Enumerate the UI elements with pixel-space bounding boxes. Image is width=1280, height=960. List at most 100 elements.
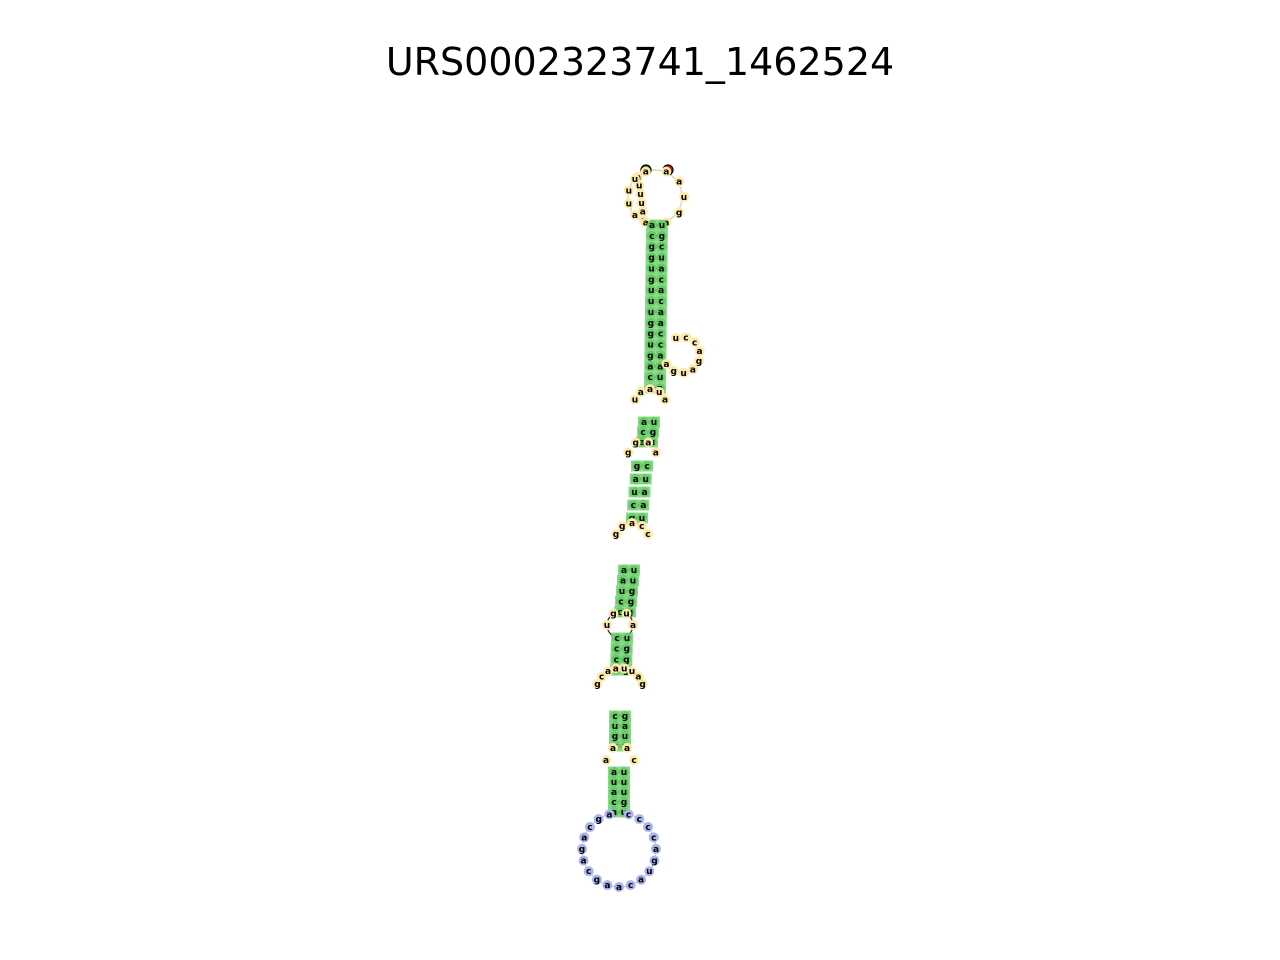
nucleotide-loop: a xyxy=(633,671,644,683)
nucleotide-paired: a xyxy=(656,285,667,296)
svg-text:g: g xyxy=(651,857,657,867)
nucleotide-loop: a xyxy=(608,742,618,754)
svg-text:a: a xyxy=(616,883,622,893)
svg-text:a: a xyxy=(629,519,635,529)
svg-text:u: u xyxy=(611,778,617,788)
svg-text:g: g xyxy=(628,598,634,608)
nucleotide-paired: c xyxy=(612,633,622,644)
nucleotide-loop: a xyxy=(637,206,648,217)
nucleotide-paired: a xyxy=(618,575,628,587)
svg-text:g: g xyxy=(622,712,628,722)
svg-text:a: a xyxy=(633,475,639,485)
nucleotide-paired: a xyxy=(647,220,657,231)
nucleotide-paired: a xyxy=(638,500,649,511)
nucleotide-paired: u xyxy=(655,372,666,383)
nucleotide-paired: a xyxy=(645,361,656,372)
svg-text:u: u xyxy=(623,610,629,620)
nucleotide-loop: a xyxy=(610,663,621,674)
nucleotide-loop: a xyxy=(629,210,640,221)
svg-text:a: a xyxy=(658,308,664,318)
svg-text:g: g xyxy=(595,815,601,825)
svg-text:u: u xyxy=(648,297,654,307)
svg-text:c: c xyxy=(587,823,592,833)
svg-text:u: u xyxy=(638,199,644,209)
svg-text:c: c xyxy=(614,645,619,655)
svg-text:g: g xyxy=(648,254,654,264)
nucleotide-loop: g xyxy=(592,678,603,690)
svg-text:a: a xyxy=(635,673,641,683)
svg-text:u: u xyxy=(648,286,654,296)
nucleotide-paired: u xyxy=(646,285,657,296)
svg-text:g: g xyxy=(649,243,655,253)
svg-text:g: g xyxy=(639,680,645,690)
nucleotide-loop: g xyxy=(617,521,628,532)
svg-text:u: u xyxy=(630,577,636,587)
svg-text:c: c xyxy=(640,428,645,438)
nucleotide-loop: a xyxy=(650,447,661,459)
nucleotide-paired: g xyxy=(645,317,656,329)
svg-text:g: g xyxy=(659,232,665,242)
nucleotide-paired: u xyxy=(637,513,647,524)
svg-text:a: a xyxy=(658,319,664,329)
nucleotide-loop: a xyxy=(627,518,637,529)
svg-text:c: c xyxy=(614,634,619,644)
nucleotide-paired: c xyxy=(645,372,656,383)
nucleotide-loop: c xyxy=(636,521,647,532)
nucleotide-paired: a xyxy=(655,350,666,361)
svg-text:a: a xyxy=(581,833,587,843)
svg-text:a: a xyxy=(649,221,655,231)
nucleotide-paired: c xyxy=(611,654,622,665)
svg-text:g: g xyxy=(632,438,638,448)
nucleotide-loop: a xyxy=(674,176,685,188)
nucleotide-loop: a xyxy=(661,359,672,370)
svg-text:a: a xyxy=(657,351,663,361)
nucleotide-paired: a xyxy=(620,721,630,732)
svg-text:u: u xyxy=(624,634,630,644)
nucleotide-paired: c xyxy=(609,797,619,808)
svg-text:a: a xyxy=(643,168,649,178)
svg-text:u: u xyxy=(651,418,657,428)
svg-text:c: c xyxy=(692,338,697,348)
nucleotide-loop: g xyxy=(693,356,704,367)
svg-text:c: c xyxy=(631,756,636,766)
svg-text:g: g xyxy=(648,319,654,329)
svg-text:c: c xyxy=(659,243,664,253)
nucleotide-paired: a xyxy=(619,565,629,576)
svg-text:g: g xyxy=(650,428,656,438)
svg-text:g: g xyxy=(613,530,619,540)
svg-text:c: c xyxy=(658,330,663,340)
svg-text:c: c xyxy=(617,608,622,618)
nucleotide-paired: g xyxy=(619,797,629,808)
nucleotide-paired: g xyxy=(646,241,657,253)
svg-text:c: c xyxy=(626,810,631,820)
svg-text:u: u xyxy=(631,488,637,498)
nucleotide-loop: a xyxy=(622,742,632,754)
nucleotide-paired: g xyxy=(646,274,657,285)
nucleotide-paired: u xyxy=(609,777,619,788)
nucleotide-paired: g xyxy=(621,643,632,655)
svg-text:a: a xyxy=(663,168,669,178)
svg-text:g: g xyxy=(621,798,627,808)
nucleotide-hairpin: c xyxy=(623,809,634,820)
nucleotide-paired: a xyxy=(639,417,649,428)
nucleotide-paired: c xyxy=(638,427,648,438)
svg-text:u: u xyxy=(643,475,649,485)
svg-text:a: a xyxy=(641,488,647,498)
nucleotide-paired: u xyxy=(619,767,629,778)
svg-text:a: a xyxy=(603,756,609,766)
nucleotide-hairpin: c xyxy=(583,866,594,877)
nucleotide-loop: c xyxy=(689,337,700,348)
svg-text:c: c xyxy=(645,530,650,540)
nucleotide-loop: u xyxy=(602,620,612,631)
svg-text:a: a xyxy=(606,810,612,820)
svg-text:a: a xyxy=(662,396,668,406)
nucleotide-hairpin: a xyxy=(614,882,624,893)
svg-text:a: a xyxy=(630,621,636,631)
nucleotide-loop: u xyxy=(621,608,632,620)
svg-text:u: u xyxy=(612,722,618,732)
nucleotide-loop: u xyxy=(670,333,681,344)
nucleotide-paired: g xyxy=(645,350,656,361)
svg-text:a: a xyxy=(624,744,630,754)
nucleotide-loop: u xyxy=(654,386,665,398)
nucleotide-loop: a xyxy=(640,166,651,178)
